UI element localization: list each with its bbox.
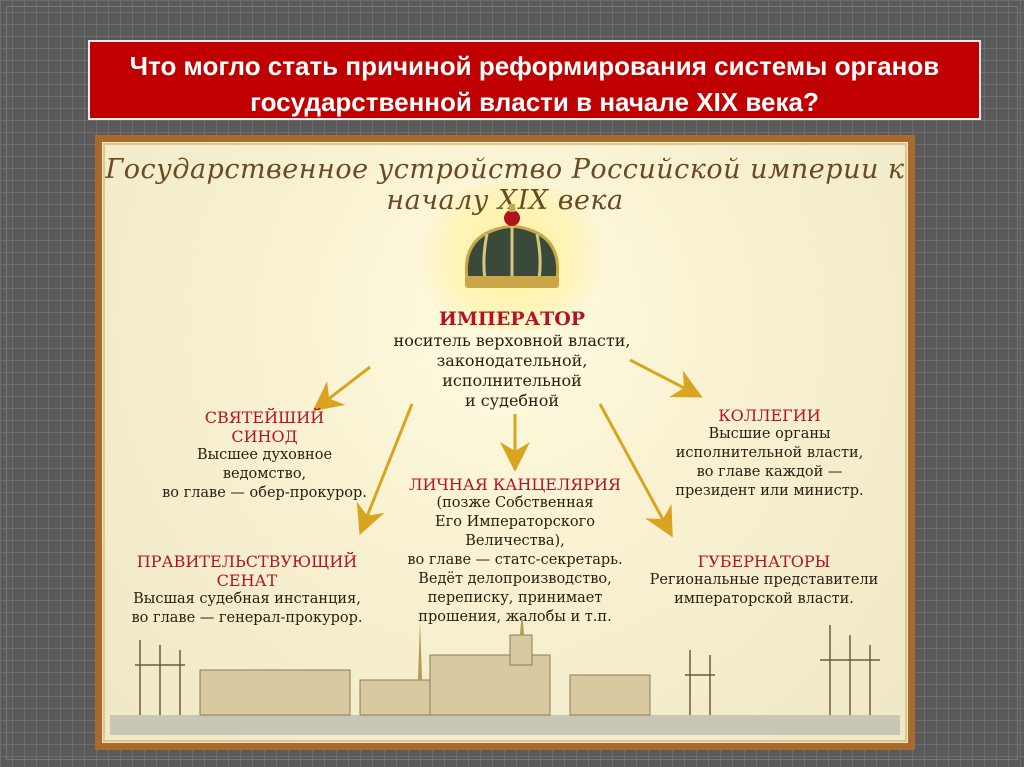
emperor-block: ИМПЕРАТОР носитель верховной власти, зак…	[332, 307, 692, 411]
senate-heading: ПРАВИТЕЛЬСТВУЮЩИЙ	[136, 552, 358, 571]
senate-line: Высшая судебная инстанция,	[133, 591, 361, 607]
slide-question: Что могло стать причиной реформирования …	[88, 40, 981, 120]
arrow-to-collegia	[629, 358, 703, 398]
arrow-to-senate	[356, 403, 414, 536]
collegia-line: исполнительной власти,	[675, 445, 864, 461]
collegia-line: президент или министр.	[675, 483, 864, 499]
chancellery-line: во главе — статс-секретарь.	[407, 552, 623, 568]
collegia-block: КОЛЛЕГИИ Высшие органы исполнительной вл…	[627, 406, 912, 501]
emperor-line: исполнительной	[442, 371, 582, 390]
governors-line: императорской власти.	[674, 591, 854, 607]
synod-heading: СВЯТЕЙШИЙ	[204, 408, 325, 427]
chancellery-line: Ведёт делопроизводство,	[418, 571, 612, 587]
poster-title: Государственное устройство Российской им…	[105, 154, 905, 216]
collegia-heading: КОЛЛЕГИИ	[718, 406, 821, 425]
synod-line: ведомство,	[222, 466, 307, 482]
chancellery-heading: ЛИЧНАЯ КАНЦЕЛЯРИЯ	[409, 475, 621, 494]
chancellery-line: Его Императорского	[435, 514, 595, 530]
governors-heading: ГУБЕРНАТОРЫ	[697, 552, 831, 571]
governors-block: ГУБЕРНАТОРЫ Региональные представители и…	[624, 552, 904, 609]
senate-heading: СЕНАТ	[216, 571, 278, 590]
emperor-line: и судебной	[464, 391, 560, 410]
emperor-line: носитель верховной власти,	[393, 331, 631, 350]
synod-line: во главе — обер-прокурор.	[162, 485, 367, 501]
arrow-to-governors	[598, 403, 673, 538]
city-skyline-illustration	[110, 615, 900, 735]
collegia-line: Высшие органы	[708, 426, 831, 442]
governors-line: Региональные представители	[649, 572, 879, 588]
synod-block: СВЯТЕЙШИЙ СИНОД Высшее духовное ведомств…	[122, 408, 407, 503]
chancellery-line: переписку, принимает	[427, 590, 603, 606]
emperor-heading: ИМПЕРАТОР	[438, 308, 586, 330]
chancellery-line: Величества),	[465, 533, 565, 549]
senate-line: во главе — генерал-прокурор.	[131, 610, 363, 626]
collegia-line: во главе каждой —	[696, 464, 843, 480]
crown-icon	[464, 204, 560, 288]
arrow-to-synod	[312, 365, 371, 412]
synod-line: Высшее духовное	[196, 447, 333, 463]
poster: Государственное устройство Российской им…	[95, 135, 915, 750]
chancellery-line: прошения, жалобы и т.п.	[418, 609, 612, 625]
chancellery-line: (позже Собственная	[436, 495, 594, 511]
synod-heading: СИНОД	[231, 427, 298, 446]
arrows	[312, 358, 703, 538]
slide-frame	[6, 6, 1018, 760]
senate-block: ПРАВИТЕЛЬСТВУЮЩИЙ СЕНАТ Высшая судебная …	[107, 552, 387, 628]
chancellery-block: ЛИЧНАЯ КАНЦЕЛЯРИЯ (позже Собственная Его…	[380, 475, 650, 627]
emperor-line: законодательной,	[436, 351, 588, 370]
